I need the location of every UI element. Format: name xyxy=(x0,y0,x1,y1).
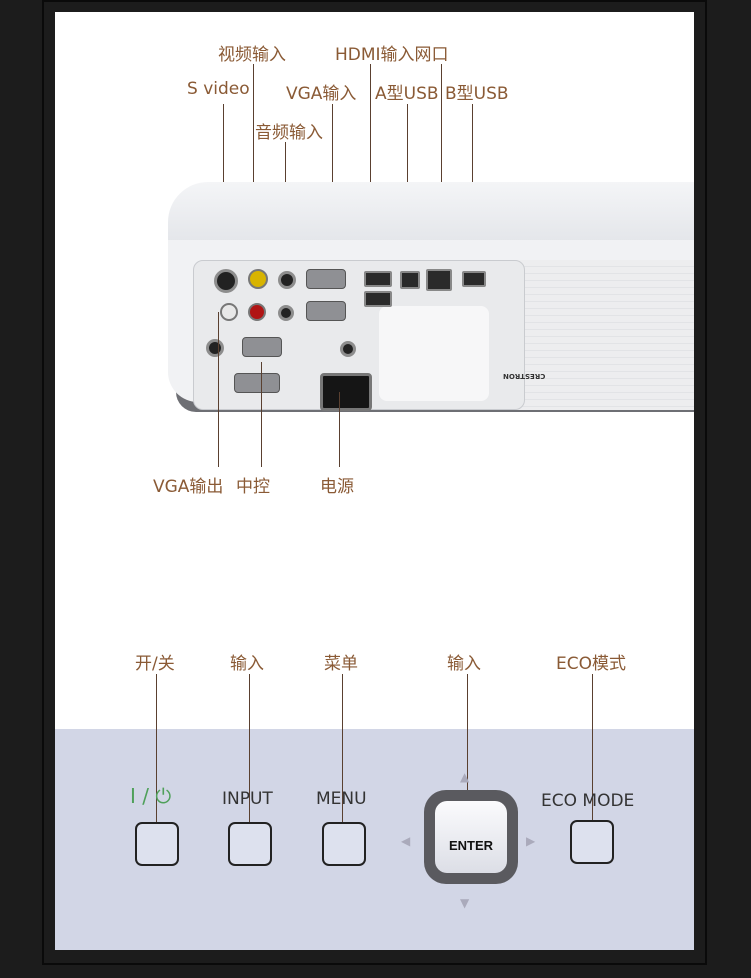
leader-menu-button xyxy=(342,674,343,840)
leader-control xyxy=(261,362,262,467)
enter-button[interactable] xyxy=(435,801,507,873)
projector: CRESTRON xyxy=(168,182,694,422)
leader-vga-out xyxy=(218,312,219,467)
audio-rca-red xyxy=(248,303,266,321)
vga-in-port-2 xyxy=(306,301,346,321)
eco-mode-text: ECO MODE xyxy=(541,791,635,811)
label-audio-in: 音频输入 xyxy=(255,123,323,143)
down-arrow-icon[interactable]: ▼ xyxy=(460,896,470,910)
outer-border xyxy=(42,0,707,965)
label-hdmi-in: HDMI输入网口 xyxy=(335,45,449,65)
leader-input-button xyxy=(249,674,250,840)
leader-enter-button xyxy=(467,674,468,840)
usb-b-port xyxy=(462,271,486,287)
label-vga-out: VGA输出 xyxy=(153,477,224,497)
video-rca-port xyxy=(248,269,268,289)
up-arrow-icon[interactable]: ▲ xyxy=(460,770,470,784)
small-jack xyxy=(340,341,356,357)
audio-rca-white xyxy=(220,303,238,321)
label-power: 电源 xyxy=(320,477,354,497)
audio-jack-port xyxy=(278,271,296,289)
label-input-button: 输入 xyxy=(230,654,264,674)
leader-network xyxy=(441,64,442,259)
usb-sub-panel xyxy=(379,306,489,401)
power-button[interactable] xyxy=(135,822,179,866)
label-usb-b: B型USB xyxy=(445,84,509,104)
connector-panel xyxy=(193,260,525,411)
network-port xyxy=(426,269,452,291)
label-menu-button: 菜单 xyxy=(324,654,358,674)
power-symbol: I / ⏻ xyxy=(130,784,172,808)
power-inlet xyxy=(320,373,372,411)
s-video-port xyxy=(214,269,238,293)
rs232-control-port xyxy=(234,373,280,393)
projector-top xyxy=(168,182,694,242)
hdmi-port-2 xyxy=(364,291,392,307)
input-text: INPUT xyxy=(222,789,273,809)
label-vga-in: VGA输入 xyxy=(286,84,357,104)
leader-hdmi xyxy=(370,64,371,259)
label-eco-button: ECO模式 xyxy=(556,654,626,674)
vga-out-port xyxy=(242,337,282,357)
label-control: 中控 xyxy=(236,477,270,497)
eco-mode-button[interactable] xyxy=(570,820,614,864)
usb-a-port xyxy=(400,271,420,289)
crestron-logo: CRESTRON xyxy=(503,372,546,380)
hdmi-port-1 xyxy=(364,271,392,287)
label-power-button: 开/关 xyxy=(135,654,175,674)
vga-in-port-1 xyxy=(306,269,346,289)
vga-out-jack xyxy=(206,339,224,357)
projector-vent xyxy=(513,260,694,410)
menu-button[interactable] xyxy=(322,822,366,866)
input-button[interactable] xyxy=(228,822,272,866)
leader-video-in xyxy=(253,64,254,264)
label-enter-button: 输入 xyxy=(447,654,481,674)
audio-jack-port-2 xyxy=(278,305,294,321)
label-s-video: S video xyxy=(187,79,250,99)
content-panel: 视频输入 HDMI输入网口 S video VGA输入 A型USB B型USB … xyxy=(55,12,694,950)
left-arrow-icon[interactable]: ◀ xyxy=(401,834,411,848)
menu-text: MENU xyxy=(316,789,367,809)
right-arrow-icon[interactable]: ▶ xyxy=(526,834,536,848)
leader-power xyxy=(339,392,340,467)
leader-power-button xyxy=(156,674,157,840)
leader-eco-button xyxy=(592,674,593,840)
label-video-in: 视频输入 xyxy=(218,45,286,65)
enter-text: ENTER xyxy=(448,838,494,853)
label-usb-a: A型USB xyxy=(375,84,439,104)
